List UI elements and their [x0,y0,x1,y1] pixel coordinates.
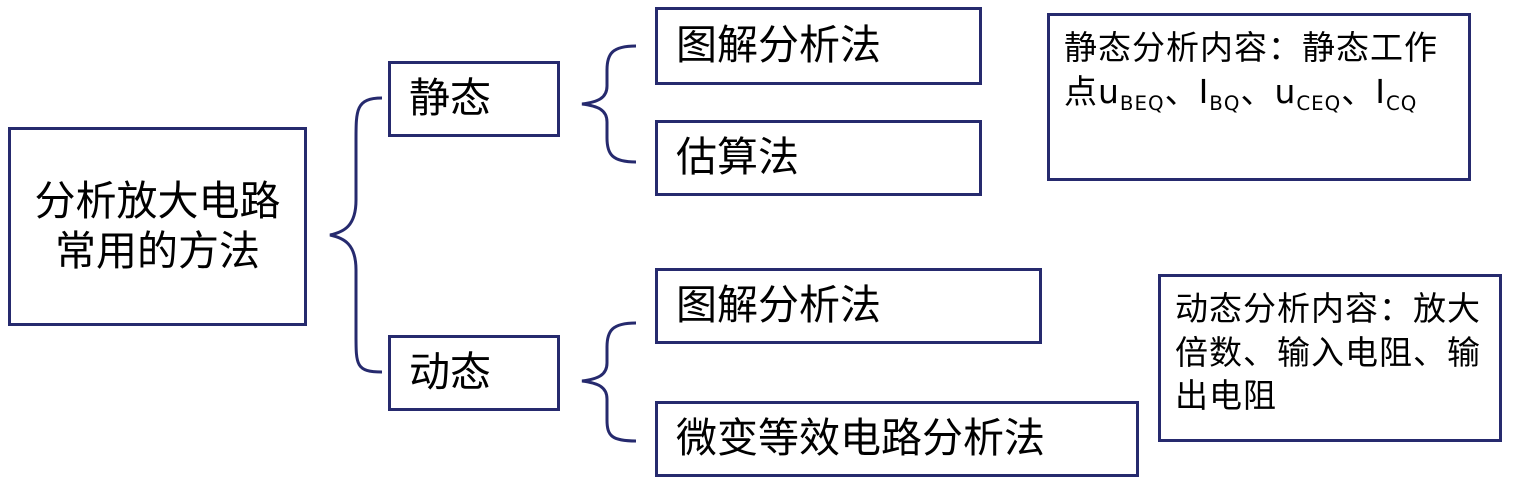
static-method-estimation-label: 估算法 [676,133,799,182]
dynamic-note-text: 动态分析内容：放大倍数、输入电阻、输出电阻 [1175,289,1481,416]
static-note-var-ubeq: uBEQ [1098,71,1165,115]
main-brace [329,96,383,374]
dynamic-note: 动态分析内容：放大倍数、输入电阻、输出电阻 [1158,274,1502,442]
dynamic-node: 动态 [388,335,560,411]
static-method-estimation: 估算法 [655,120,982,196]
dynamic-brace [581,321,637,443]
dynamic-method-small-signal: 微变等效电路分析法 [655,401,1139,477]
static-node: 静态 [388,61,560,137]
static-note-var-uceq: uCEQ [1274,71,1342,115]
static-brace [581,44,637,164]
dynamic-method-graphical-label: 图解分析法 [676,281,881,330]
static-note: 静态分析内容：静态工作点uBEQ、IBQ、uCEQ、ICQ [1047,13,1471,181]
static-note-text: 静态分析内容：静态工作点 [1064,28,1438,111]
static-note-var-ibq: IBQ [1198,71,1241,115]
static-method-graphical: 图解分析法 [655,7,982,85]
dynamic-method-graphical: 图解分析法 [655,268,1042,344]
static-label: 静态 [409,74,491,123]
root-node: 分析放大电路常用的方法 [8,127,307,326]
static-method-graphical-label: 图解分析法 [676,21,881,70]
root-label: 分析放大电路常用的方法 [34,177,281,275]
dynamic-label: 动态 [409,348,491,397]
dynamic-method-small-signal-label: 微变等效电路分析法 [676,414,1045,463]
static-note-var-icq: ICQ [1375,71,1418,115]
